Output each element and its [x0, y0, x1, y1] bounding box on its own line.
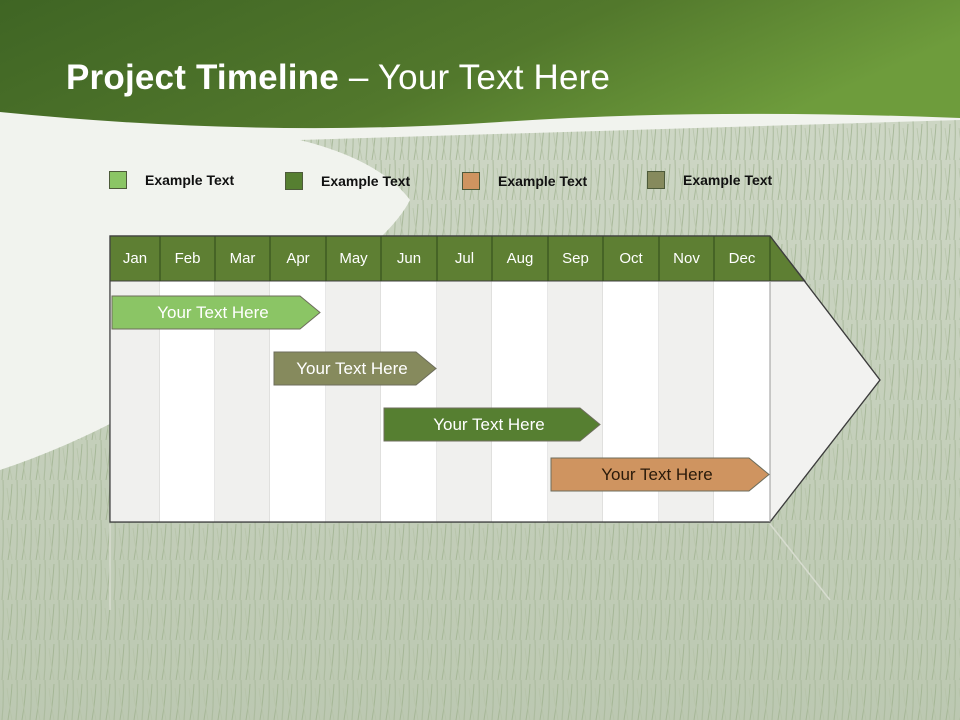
- slide-title: Project Timeline – Your Text Here: [66, 58, 610, 98]
- month-label-oct: Oct: [619, 250, 643, 267]
- timeline-outline: [109, 235, 881, 523]
- month-label-apr: Apr: [286, 250, 310, 267]
- legend-label: Example Text: [498, 173, 588, 189]
- month-label-feb: Feb: [174, 250, 201, 267]
- legend-swatch: [647, 171, 665, 189]
- legend-label: Example Text: [683, 172, 773, 188]
- header-band: [0, 0, 960, 129]
- legend-swatch: [285, 172, 303, 190]
- legend-label: Example Text: [321, 173, 411, 189]
- title-bold: Project Timeline: [66, 58, 339, 97]
- month-label-sep: Sep: [562, 250, 589, 267]
- legend-swatch: [462, 172, 480, 190]
- month-label-may: May: [339, 250, 368, 267]
- month-column: [492, 281, 548, 522]
- month-label-mar: Mar: [229, 250, 256, 267]
- task-bar-4: [550, 457, 770, 492]
- month-label-jan: Jan: [122, 250, 148, 267]
- month-label-jun: Jun: [396, 250, 422, 267]
- legend-item-1: Example Text: [109, 170, 234, 190]
- legend-swatch: [109, 171, 127, 189]
- task-bar-1: [111, 295, 321, 330]
- month-label-nov: Nov: [673, 250, 700, 267]
- task-label-3: Your Text Here: [433, 415, 545, 434]
- title-rest: – Your Text Here: [338, 58, 611, 97]
- legend-label: Example Text: [145, 172, 235, 188]
- task-label-2: Your Text Here: [296, 359, 408, 378]
- month-label-aug: Aug: [506, 250, 534, 267]
- task-bar-2: [273, 351, 437, 386]
- month-column: [381, 281, 437, 522]
- legend-item-2: Example Text: [285, 171, 410, 191]
- task-bar-3: [383, 407, 601, 442]
- month-column: [437, 281, 492, 522]
- task-label-4: Your Text Here: [601, 465, 713, 484]
- legend-item-4: Example Text: [647, 170, 772, 190]
- task-label-1: Your Text Here: [157, 303, 269, 322]
- month-column: [326, 281, 381, 522]
- legend-item-3: Example Text: [462, 171, 587, 191]
- month-label-jul: Jul: [454, 250, 475, 267]
- month-label-dec: Dec: [728, 250, 756, 267]
- reflection-line: [769, 523, 831, 601]
